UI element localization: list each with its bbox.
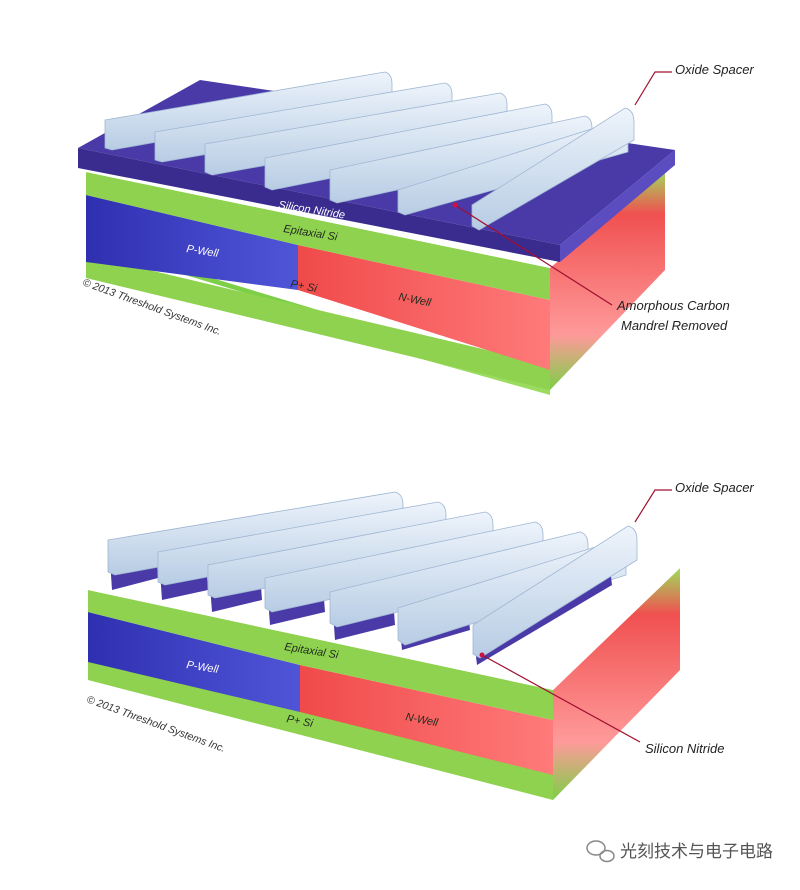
- right-side-face-2: [553, 568, 680, 800]
- bottom-epi-layer: [86, 255, 550, 390]
- p-well-region-2: [88, 612, 300, 712]
- silicon-nitride-front: [78, 148, 560, 262]
- bottom-epi-layer-2: [88, 655, 553, 800]
- silicon-nitride-label-2: Silicon Nitride: [645, 741, 724, 756]
- p-well-region: [86, 195, 298, 290]
- mandrel-callout-dot: [452, 202, 458, 208]
- oxide-spacers-top: [104, 71, 635, 231]
- oxide-spacers-bottom: [107, 491, 638, 665]
- p-well-label: P-Well: [186, 243, 220, 260]
- right-side-face: [550, 170, 665, 390]
- epitaxial-si-layer-2: [88, 590, 553, 720]
- oxide-spacer-callout-line-2: [634, 489, 672, 523]
- silicon-nitride-side: [560, 150, 675, 262]
- watermark: 光刻技术与电子电路: [586, 840, 773, 863]
- wechat-icon: [586, 840, 615, 863]
- oxide-spacer-label: Oxide Spacer: [675, 62, 754, 77]
- mandrel-removed-label-line1: Amorphous Carbon: [616, 298, 730, 313]
- p-plus-si-label-2: P+ Si: [285, 713, 314, 730]
- silicon-nitride-callout-line: [481, 654, 641, 743]
- diagram-bottom: Epitaxial Si P-Well N-Well P+ Si © 2013 …: [85, 480, 754, 800]
- mandrel-removed-label-line2: Mandrel Removed: [621, 318, 728, 333]
- p-plus-si-label: P+ Si: [289, 278, 318, 295]
- mandrel-callout-line: [454, 204, 613, 306]
- p-well-label-2: P-Well: [186, 659, 220, 676]
- silicon-nitride-callout-dot: [479, 652, 485, 658]
- epitaxial-si-layer: [86, 172, 550, 300]
- oxide-spacer-callout-line: [634, 71, 672, 106]
- oxide-spacer-label-2: Oxide Spacer: [675, 480, 754, 495]
- n-well-region-2: [300, 665, 553, 775]
- n-well-region: [298, 245, 550, 370]
- watermark-text: 光刻技术与电子电路: [620, 842, 773, 862]
- diagram-top: Silicon Nitride Epitaxial Si P-Well N-We…: [78, 62, 754, 395]
